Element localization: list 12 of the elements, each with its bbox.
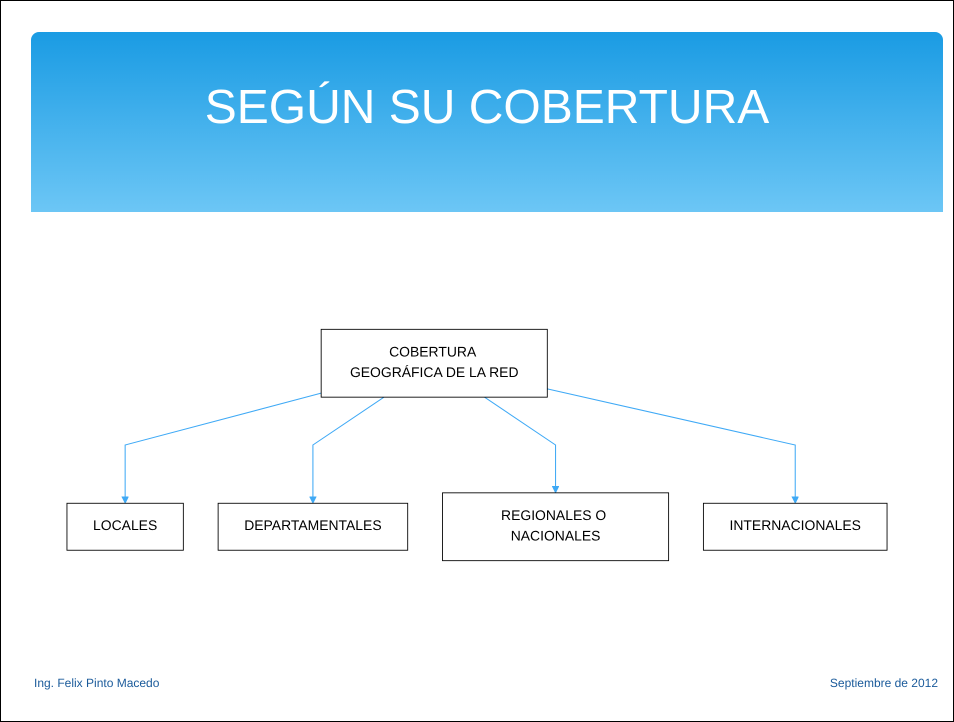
node-box: LOCALES	[66, 502, 184, 551]
footer-text: Septiembre de 2012	[830, 676, 938, 690]
arrow	[121, 392, 322, 504]
footer-text: Ing. Felix Pinto Macedo	[34, 676, 160, 690]
node-box: COBERTURA GEOGRÁFICA DE LA RED	[320, 328, 548, 398]
arrow	[484, 396, 560, 494]
slide-title: SEGÚN SU COBERTURA	[204, 80, 770, 135]
node-box: REGIONALES O NACIONALES	[442, 492, 670, 562]
node-box: DEPARTAMENTALES	[218, 502, 408, 551]
arrow	[547, 388, 800, 504]
arrow	[309, 396, 384, 504]
node-box: INTERNACIONALES	[702, 502, 888, 551]
